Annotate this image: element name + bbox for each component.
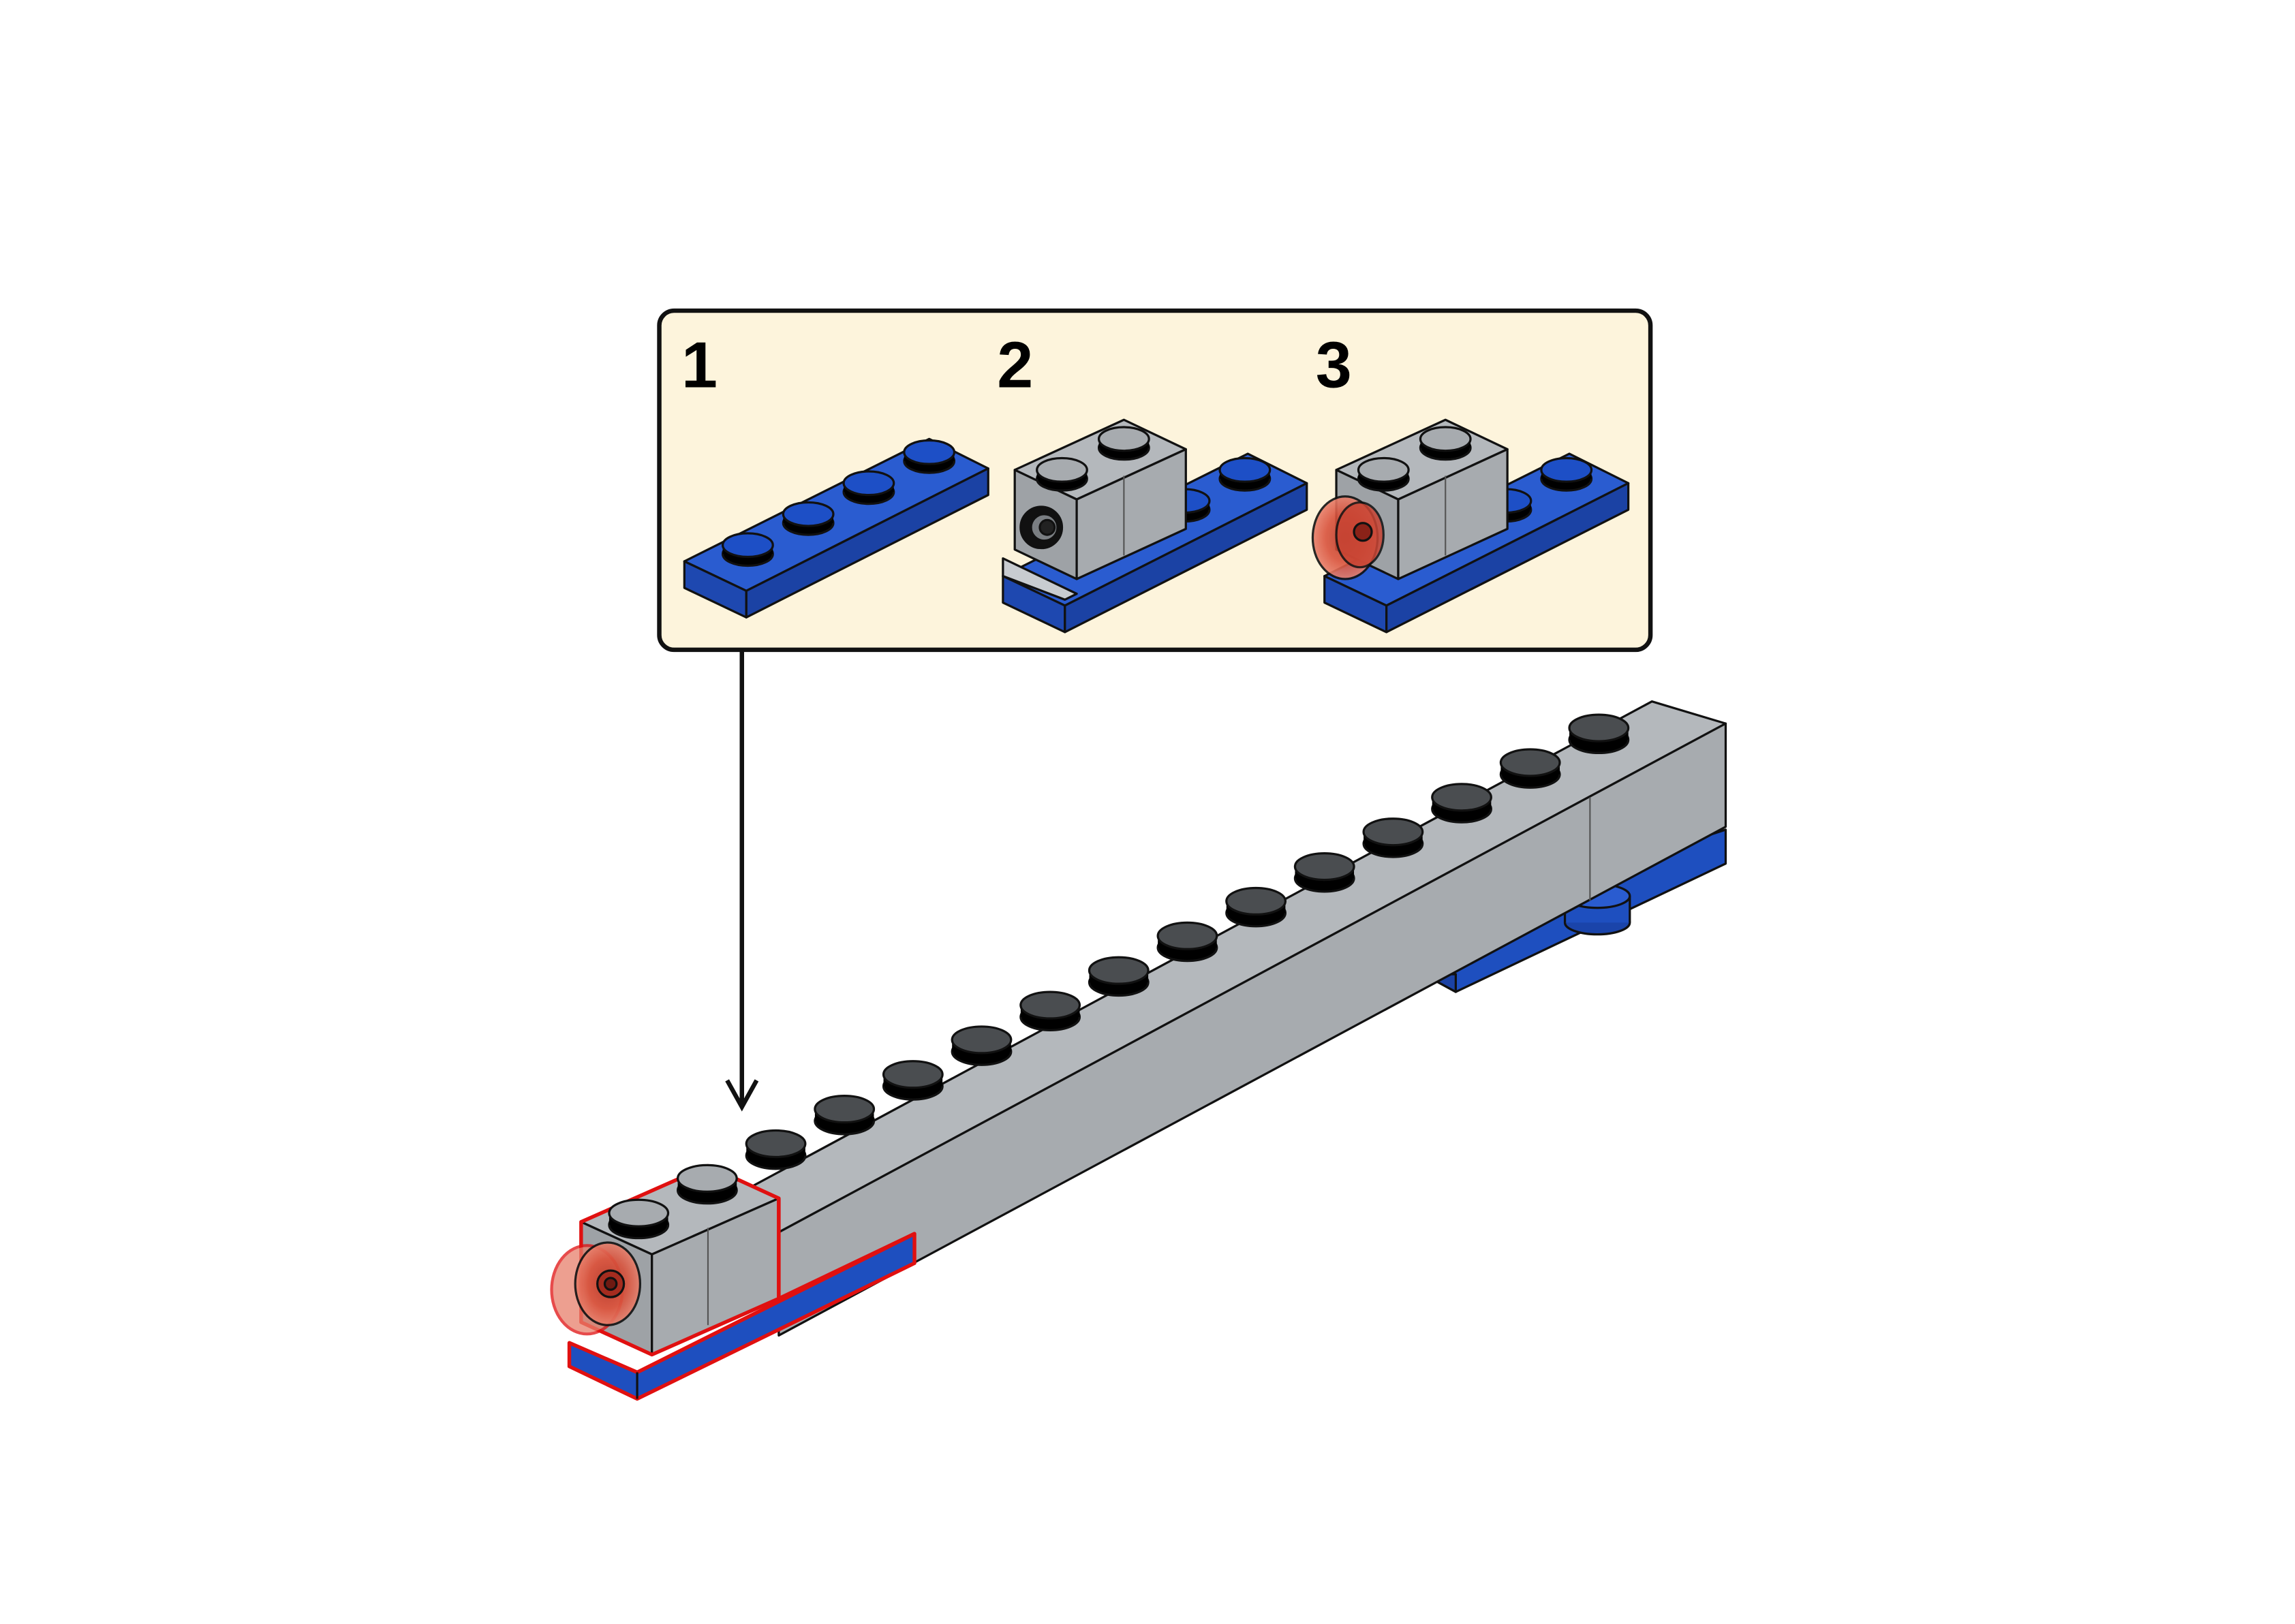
step-2-hole-icon xyxy=(1019,505,1064,550)
stud xyxy=(1156,921,1218,963)
callout-pointer-arrow xyxy=(725,649,759,1112)
stud xyxy=(951,1025,1013,1066)
stud xyxy=(745,1129,807,1170)
gray-brick-top xyxy=(707,700,1727,1234)
stud xyxy=(608,1198,670,1240)
step-number-3: 3 xyxy=(1316,330,1352,402)
stud xyxy=(814,1095,876,1136)
step-1-blue-plate xyxy=(683,437,989,619)
gray-brick-front xyxy=(777,722,1727,1337)
step-number-2: 2 xyxy=(997,330,1033,402)
stud xyxy=(1225,886,1287,928)
stud xyxy=(882,1060,944,1101)
sub-assembly-callout: 1 2 3 xyxy=(657,308,1653,653)
step-1-studs xyxy=(721,439,956,567)
stud xyxy=(1019,990,1081,1031)
stud xyxy=(1568,713,1630,755)
stud xyxy=(676,1164,738,1205)
step-number-1: 1 xyxy=(681,330,718,402)
trans-red-light xyxy=(550,1241,642,1336)
step-3-red-light-icon xyxy=(1311,495,1385,580)
step-2-assembly xyxy=(1002,418,1308,634)
main-model-studs xyxy=(608,713,1630,1240)
stud xyxy=(1431,783,1492,824)
main-model xyxy=(550,700,1727,1401)
stud xyxy=(1293,852,1355,893)
stud xyxy=(1088,956,1150,997)
step-3-assembly xyxy=(1311,418,1630,634)
front-blue-plate xyxy=(567,1232,917,1401)
stud xyxy=(1362,817,1424,858)
stud xyxy=(1499,748,1561,789)
